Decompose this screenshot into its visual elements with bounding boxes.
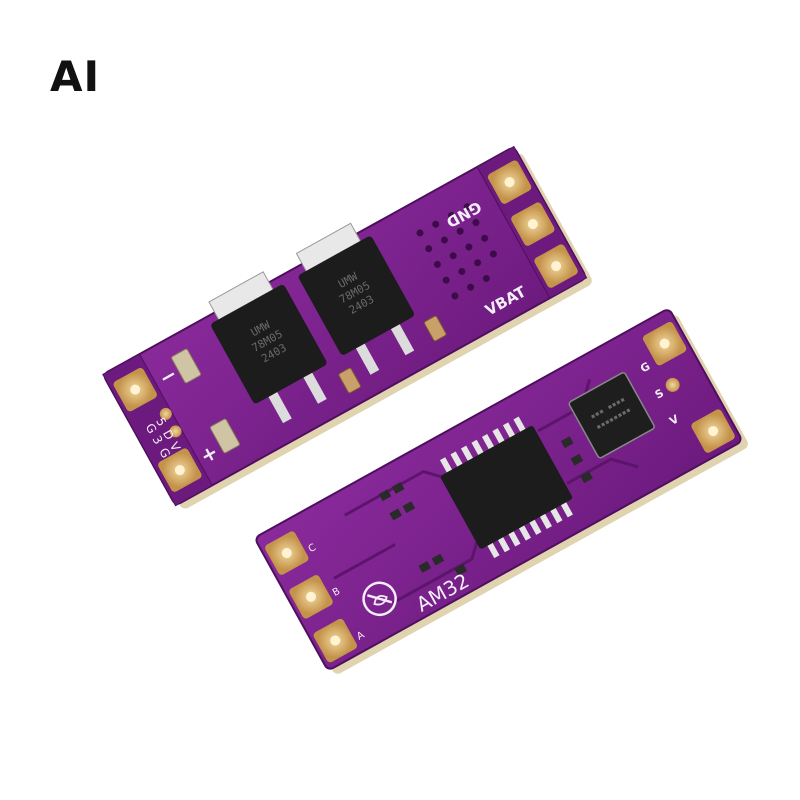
driver-chip [439,416,573,559]
regulator-1: UMW 78M05 2403 [208,271,327,424]
power-pads [487,160,578,288]
mcu-chip: ▪▪▪ ▪▪▪▪ ▪▪▪▪▪▪▪▪ [568,372,655,459]
fish-logo [362,581,397,617]
regulator-2: UMW 78M05 2403 [295,222,415,375]
bec-board: UMW 78M05 2403 UMW 78M05 2403 GND VBAT −… [102,145,592,509]
ai-watermark: AI [50,52,101,101]
smd-parts [378,436,593,576]
phase-labels: C B A [307,542,367,642]
phase-pads [265,531,357,663]
esc-board: ▪▪▪ ▪▪▪▪ ▪▪▪▪▪▪▪▪ AM32 C B A G S V [255,309,748,674]
svg-text:C: C [307,542,318,555]
svg-text:A: A [355,630,366,643]
via-grid [416,203,497,300]
signal-pads [113,367,202,492]
svg-text:B: B [331,586,342,599]
input-pads [642,321,735,453]
capacitors [171,315,447,454]
